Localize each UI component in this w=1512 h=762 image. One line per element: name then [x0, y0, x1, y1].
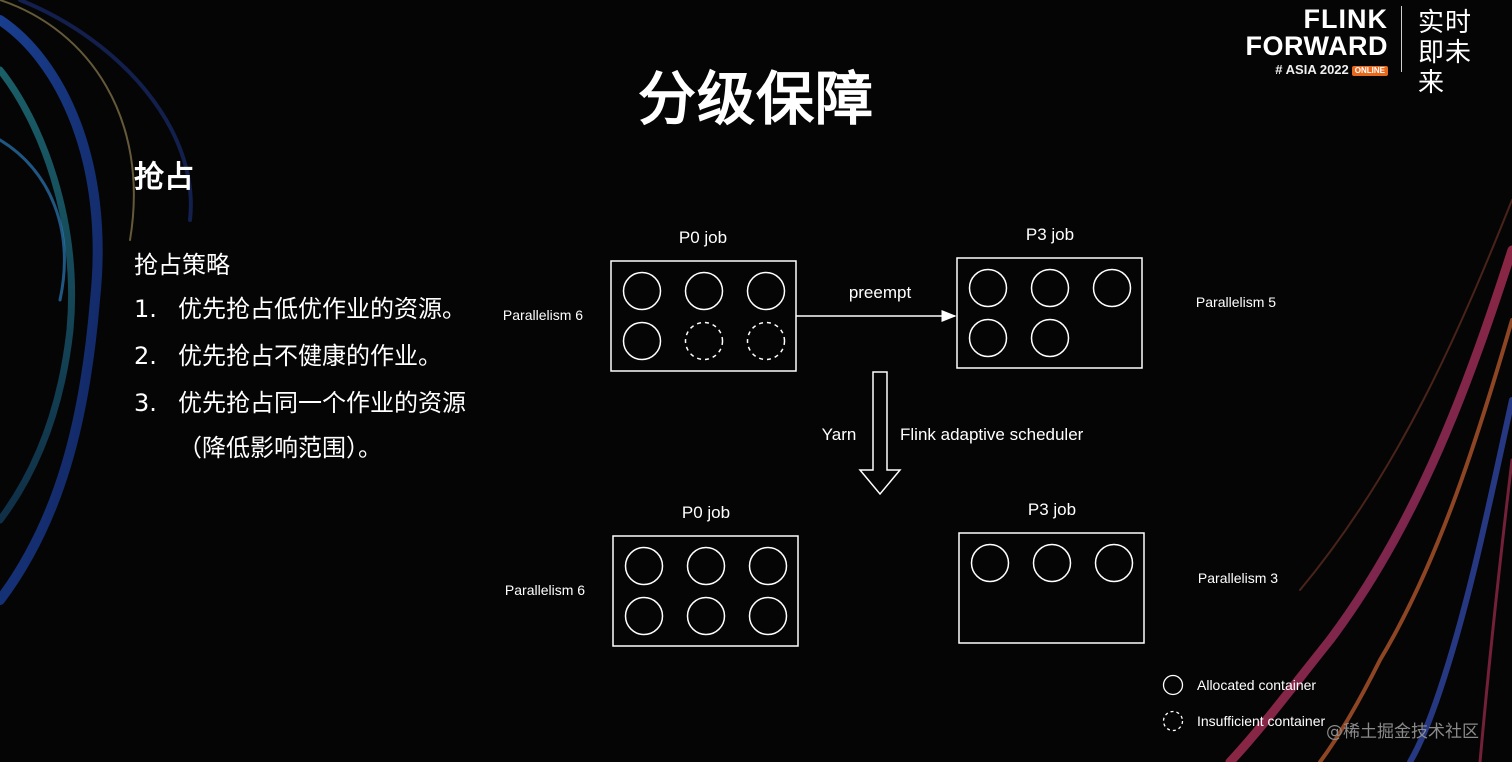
top-left-parallelism: Parallelism 6 — [503, 307, 583, 323]
strategy-item-text: 优先抢占同一个作业的资源 — [178, 389, 466, 417]
preempt-label: preempt — [849, 283, 912, 302]
allocated-container — [746, 271, 786, 311]
allocated-container — [1032, 543, 1072, 583]
strategy-item-text: 优先抢占不健康的作业。 — [178, 342, 442, 370]
legend-allocated-label: Allocated container — [1197, 677, 1316, 693]
allocated-container — [968, 268, 1008, 308]
strategy-item-text: 优先抢占低优作业的资源。 — [178, 295, 466, 323]
strategy-item-number: 1. — [134, 295, 157, 323]
allocated-container — [624, 546, 664, 586]
watermark: @稀土掘金技术社区 — [1326, 722, 1479, 742]
allocated-container — [1030, 318, 1070, 358]
page-title: 分级保障 — [637, 65, 874, 133]
legend-insufficient-label: Insufficient container — [1197, 713, 1325, 729]
logo-online-badge: ONLINE — [1351, 65, 1388, 76]
top-right-parallelism: Parallelism 5 — [1196, 294, 1276, 310]
strategy-item-number: 3. — [134, 389, 157, 417]
strategy-item-3: 3. 优先抢占同一个作业的资源 — [134, 383, 466, 418]
strategy-item-3-continuation: （降低影响范围）。 — [178, 434, 382, 462]
legend-insufficient-icon — [1162, 710, 1184, 732]
insufficient-container — [684, 321, 724, 361]
section-subtitle: 抢占 — [134, 160, 194, 195]
logo-asia-text: # ASIA 2022 — [1275, 62, 1349, 77]
bottom-right-job-box — [958, 532, 1145, 644]
allocated-container — [1094, 543, 1134, 583]
scheduler-label: Flink adaptive scheduler — [900, 425, 1084, 444]
bottom-left-job-label: P0 job — [682, 503, 730, 522]
logo-line-forward: FORWARD — [1245, 31, 1388, 61]
bottom-right-job-label: P3 job — [1028, 500, 1076, 519]
top-right-job-label: P3 job — [1026, 225, 1074, 244]
logo-divider — [1401, 6, 1402, 72]
legend-allocated-icon — [1162, 674, 1184, 696]
strategy-heading: 抢占策略 — [134, 251, 230, 279]
bottom-left-containers — [624, 546, 788, 636]
allocated-container — [686, 546, 726, 586]
bottom-left-parallelism: Parallelism 6 — [505, 582, 585, 598]
allocated-container — [748, 546, 788, 586]
allocated-container — [968, 318, 1008, 358]
strategy-item-1: 1. 优先抢占低优作业的资源。 — [134, 289, 466, 324]
bottom-right-containers — [970, 543, 1134, 583]
top-left-job-label: P0 job — [679, 228, 727, 247]
allocated-container — [684, 271, 724, 311]
bottom-right-parallelism: Parallelism 3 — [1198, 570, 1278, 586]
allocated-container — [1092, 268, 1132, 308]
logo-slogan: 实时即未来 — [1418, 8, 1473, 98]
scheduling-down-arrow — [858, 371, 902, 496]
top-left-job-box — [610, 260, 797, 372]
allocated-container — [1030, 268, 1070, 308]
allocated-container — [970, 543, 1010, 583]
strategy-item-number: 2. — [134, 342, 157, 370]
allocated-container — [624, 596, 664, 636]
allocated-container — [686, 596, 726, 636]
bottom-left-job-box — [612, 535, 799, 647]
allocated-container — [748, 596, 788, 636]
top-right-job-box — [956, 257, 1143, 369]
strategy-item-2: 2. 优先抢占不健康的作业。 — [134, 336, 442, 371]
yarn-label: Yarn — [822, 425, 857, 444]
insufficient-container — [746, 321, 786, 361]
top-left-containers — [622, 271, 786, 361]
allocated-container — [622, 271, 662, 311]
allocated-container — [622, 321, 662, 361]
logo-line-flink: FLINK — [1303, 4, 1388, 34]
top-right-containers — [968, 268, 1132, 358]
